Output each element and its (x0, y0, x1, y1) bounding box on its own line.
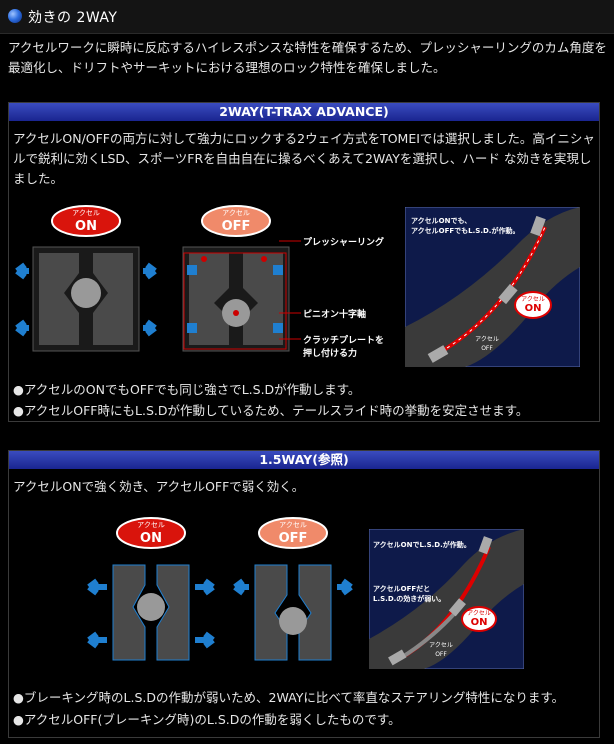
twoway-title: 2WAY(T-TRAX ADVANCE) (9, 103, 599, 121)
svg-text:アクセル: アクセル (467, 610, 491, 617)
intro-text: アクセルワークに瞬時に反応するハイレスポンスな特性を確保するため、プレッシャーリ… (8, 40, 607, 75)
svg-text:アクセル: アクセル (429, 642, 453, 649)
twoway-note-1: ●アクセルのONでもOFFでも同じ強さでL.S.Dが作動します。 (13, 382, 361, 397)
accel-on-badge: アクセル ON (51, 205, 121, 237)
svg-text:アクセル: アクセル (72, 209, 100, 217)
twoway-diagram: アクセル ON アクセル OFF (15, 205, 290, 352)
twoway-track-image: アクセルONでも、 アクセルOFFでもL.S.D.が作動。 アクセル ON アク… (405, 207, 580, 367)
off-mechanism (233, 564, 353, 661)
onehalfway-track-image: アクセルONでL.S.D.が作動。 アクセルOFFだと L.S.D.の効きが弱い… (369, 529, 524, 669)
svg-text:ON: ON (525, 303, 542, 314)
svg-text:アクセルONでL.S.D.が作動。: アクセルONでL.S.D.が作動。 (373, 540, 471, 549)
on-mechanism (15, 246, 157, 352)
svg-text:アクセル: アクセル (222, 209, 250, 217)
onehalfway-title: 1.5WAY(参照) (9, 451, 599, 469)
svg-text:アクセル: アクセル (521, 296, 545, 303)
onehalfway-note-2: ●アクセルOFF(ブレーキング時)のL.S.Dの作動を弱くしたものです。 (13, 712, 401, 727)
onehalfway-description: アクセルONで強く効き、アクセルOFFで弱く効く。 (13, 479, 305, 494)
twoway-description: アクセルON/OFFの両方に対して強力にロックする2ウェイ方式をTOMEIでは選… (13, 131, 595, 186)
accel-off-badge: アクセル OFF (258, 517, 328, 549)
svg-text:アクセルONでも、: アクセルONでも、 (411, 216, 471, 225)
svg-text:押し付ける力: 押し付ける力 (303, 347, 357, 359)
onehalfway-diagram: アクセル ON アクセル OFF (87, 517, 353, 661)
onehalfway-note-1: ●ブレーキング時のL.S.Dの作動が弱いため、2WAYに比べて率直なステアリング… (13, 690, 565, 705)
onehalfway-panel: 1.5WAY(参照) アクセルONで強く効き、アクセルOFFで弱く効く。 アクセ… (8, 450, 600, 738)
svg-text:ON: ON (471, 617, 488, 628)
twoway-callouts: プレッシャーリング ピニオン十字軸 クラッチプレートを 押し付ける力 (279, 236, 384, 359)
svg-text:ON: ON (75, 219, 97, 234)
twoway-panel: 2WAY(T-TRAX ADVANCE) アクセルON/OFFの両方に対して強力… (8, 102, 600, 422)
svg-text:アクセル: アクセル (137, 521, 165, 529)
on-mechanism (87, 564, 215, 661)
svg-text:ON: ON (140, 531, 162, 546)
accel-on-badge: アクセル ON (116, 517, 186, 549)
svg-text:ピニオン十字軸: ピニオン十字軸 (303, 308, 366, 320)
blue-bullet-icon (8, 9, 22, 23)
svg-text:OFF: OFF (279, 531, 308, 546)
svg-text:アクセル: アクセル (475, 336, 499, 343)
accel-off-badge: アクセル OFF (201, 205, 271, 237)
svg-text:OFF: OFF (481, 345, 493, 352)
svg-text:アクセルOFFでもL.S.D.が作動。: アクセルOFFでもL.S.D.が作動。 (411, 226, 519, 235)
svg-text:クラッチプレートを: クラッチプレートを (303, 334, 384, 346)
svg-text:OFF: OFF (435, 651, 447, 658)
twoway-note-2: ●アクセルOFF時にもL.S.Dが作動しているため、テールスライド時の挙動を安定… (13, 403, 529, 418)
svg-text:アクセルOFFだと: アクセルOFFだと (373, 584, 430, 593)
svg-text:L.S.D.の効きが弱い。: L.S.D.の効きが弱い。 (373, 594, 445, 603)
svg-text:プレッシャーリング: プレッシャーリング (303, 236, 384, 248)
section-header: 効きの 2WAY (0, 0, 614, 34)
off-mechanism (182, 246, 290, 352)
svg-text:アクセル: アクセル (279, 521, 307, 529)
svg-text:OFF: OFF (222, 219, 251, 234)
section-title: 効きの 2WAY (28, 10, 118, 26)
